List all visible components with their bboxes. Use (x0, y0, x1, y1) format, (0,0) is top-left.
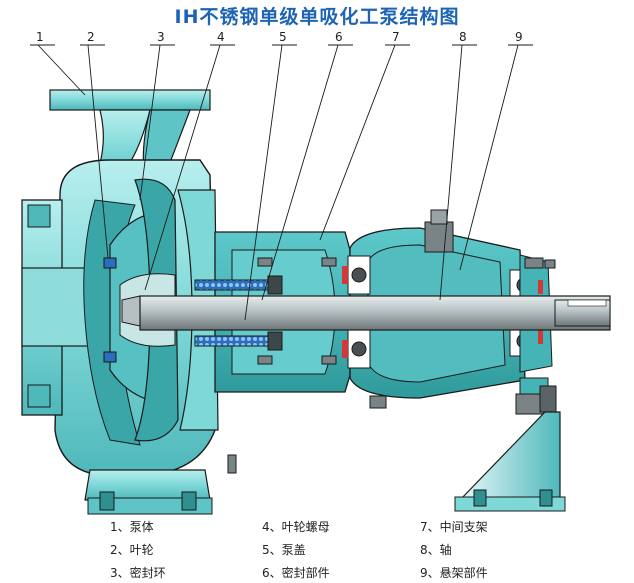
callout-5: 5 (279, 30, 287, 44)
bracket-support (454, 377, 566, 512)
callout-3: 3 (157, 30, 165, 44)
legend-item-4: 4、叶轮螺母 (262, 520, 330, 534)
bearing-bracket (342, 209, 556, 409)
callout-9: 9 (515, 30, 523, 44)
legend-item-3: 3、密封环 (110, 566, 166, 580)
callout-1: 1 (36, 30, 44, 44)
legend-item-6: 6、密封部件 (262, 566, 330, 580)
diagram-title: IH不锈钢单级单吸化工泵结构图 (174, 6, 460, 28)
seal-components (194, 275, 283, 351)
legend-item-9: 9、悬架部件 (420, 566, 488, 580)
legend-item-7: 7、中间支架 (420, 520, 488, 534)
callout-6: 6 (335, 30, 343, 44)
callout-numbers: 1 2 3 4 5 6 7 8 9 (36, 30, 523, 44)
legend-item-5: 5、泵盖 (262, 543, 306, 557)
callout-7: 7 (392, 30, 400, 44)
impeller-nut (121, 295, 141, 327)
callout-leaders (30, 44, 533, 321)
callout-8: 8 (459, 30, 467, 44)
legend-item-2: 2、叶轮 (110, 543, 154, 557)
legend-item-1: 1、泵体 (110, 520, 154, 534)
callout-2: 2 (87, 30, 95, 44)
legend-item-8: 8、轴 (420, 543, 452, 557)
callout-4: 4 (217, 30, 225, 44)
shaft (139, 295, 611, 331)
